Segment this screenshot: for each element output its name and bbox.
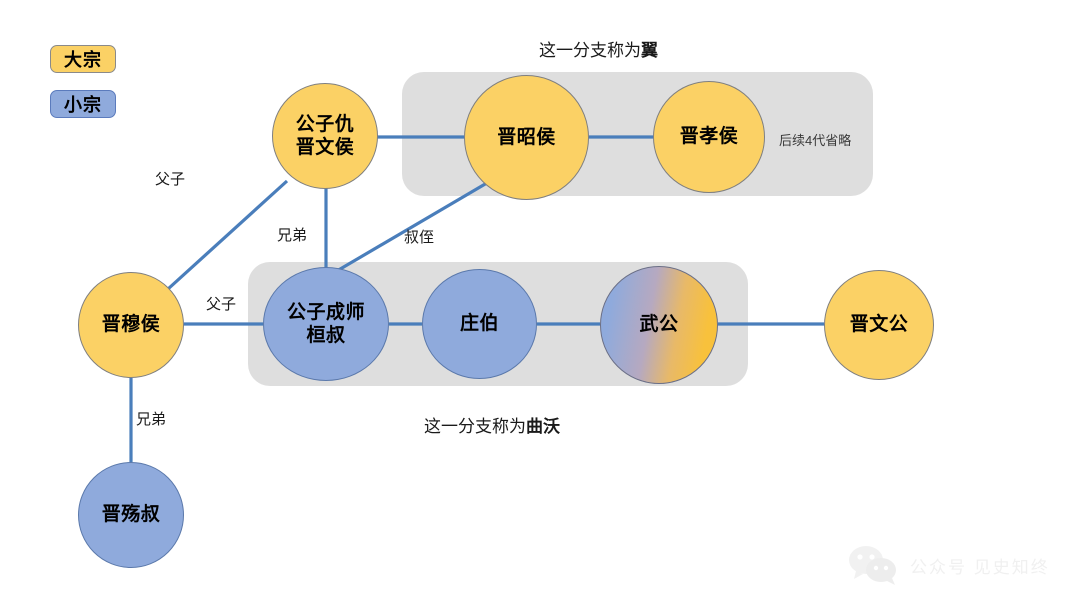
edge-label-xiongdi-bottom: 兄弟	[136, 411, 167, 428]
node-zhuang-bo[interactable]: 庄伯	[422, 269, 537, 379]
legend-major-lineage: 大宗	[50, 45, 116, 73]
node-label: 晋昭侯	[497, 126, 556, 148]
node-label: 公子成师 桓叔	[286, 301, 365, 346]
node-jin-wen-gong[interactable]: 晋文公	[824, 270, 934, 380]
node-jin-shang-shu[interactable]: 晋殇叔	[78, 462, 184, 568]
watermark-text: 公众号 见史知终	[910, 557, 1050, 577]
caption-yi-name: 翼	[641, 41, 658, 60]
caption-quwo-prefix: 这一分支称为	[424, 417, 526, 436]
node-gongzi-chengshi[interactable]: 公子成师 桓叔	[263, 267, 389, 381]
edge-label-shuzhi: 叔侄	[404, 229, 435, 246]
legend-minor-label: 小宗	[64, 95, 102, 115]
caption-branch-quwo: 这一分支称为曲沃	[424, 412, 560, 437]
node-label: 晋文公	[849, 314, 909, 336]
node-label: 武公	[639, 314, 679, 336]
node-label: 庄伯	[459, 313, 499, 335]
node-label: 公子仇 晋文侯	[295, 113, 355, 158]
note-omitted-generations: 后续4代省略	[779, 133, 852, 148]
caption-quwo-name: 曲沃	[526, 417, 560, 436]
node-label: 晋穆侯	[101, 314, 161, 336]
legend-major-label: 大宗	[64, 50, 102, 70]
node-label: 晋孝侯	[679, 126, 739, 148]
wechat-icon	[849, 546, 896, 585]
node-jin-zhao-hou[interactable]: 晋昭侯	[464, 75, 589, 200]
edge-label-fuzi-top: 父子	[155, 171, 186, 188]
node-gongzi-chou[interactable]: 公子仇 晋文侯	[272, 83, 378, 189]
legend-minor-lineage: 小宗	[50, 90, 116, 118]
node-jin-xiao-hou[interactable]: 晋孝侯	[653, 81, 765, 193]
watermark: 公众号 见史知终	[848, 545, 1050, 585]
edge-label-xiongdi-mid: 兄弟	[277, 227, 308, 244]
caption-branch-yi: 这一分支称为翼	[539, 36, 658, 61]
edge-label-fuzi-mid: 父子	[206, 296, 237, 313]
caption-yi-prefix: 这一分支称为	[539, 41, 641, 60]
edge-jinzhaohou-gongzichengshi	[329, 178, 493, 277]
node-wu-gong[interactable]: 武公	[600, 266, 718, 384]
edge-jinmuhou-gongzichou	[166, 179, 289, 291]
node-jin-mu-hou[interactable]: 晋穆侯	[78, 272, 184, 378]
node-label: 晋殇叔	[101, 504, 161, 526]
